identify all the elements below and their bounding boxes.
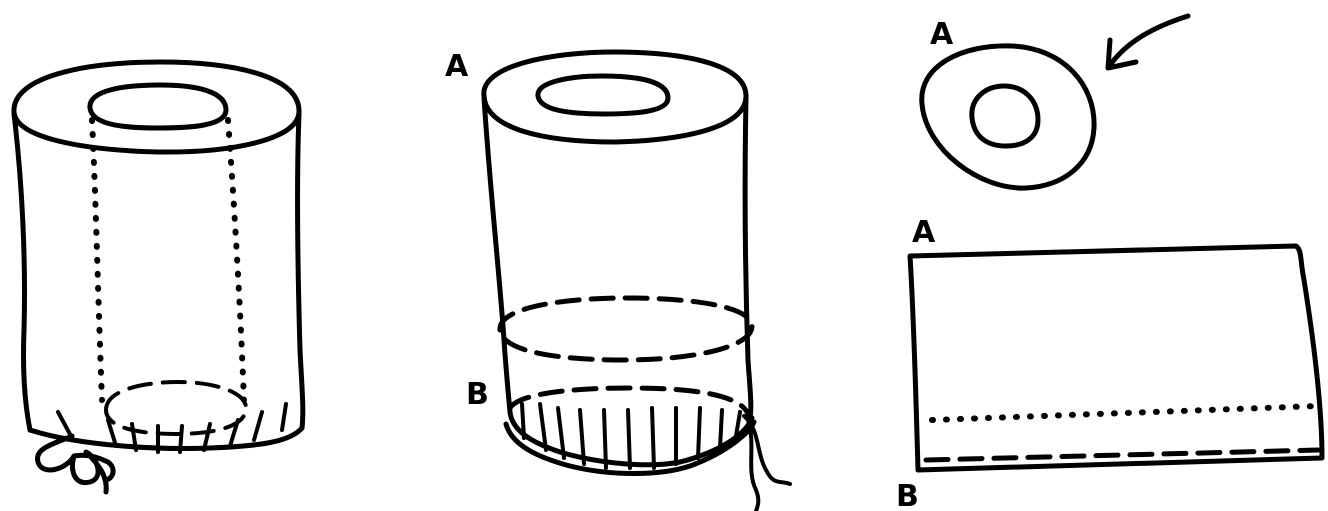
- label-middle-bottom: B: [466, 377, 489, 412]
- ring-inner: [972, 86, 1038, 146]
- cylinder-2-left-side: [484, 98, 510, 412]
- label-sheet-bottom: B: [896, 479, 919, 511]
- figure-ring-top-view: A: [922, 16, 1188, 188]
- label-middle-top: A: [445, 49, 469, 84]
- cylinder-2-mid-ellipse: [500, 298, 752, 360]
- arrow-icon: [1108, 16, 1188, 68]
- cylinder-1-inner-tube-right: [228, 120, 244, 400]
- cylinder-2-strings: [744, 416, 790, 511]
- cylinder-2-top-rim: [484, 52, 746, 142]
- figure-flat-sheet: A B: [896, 215, 1322, 511]
- cylinder-1-inner-hole: [90, 85, 226, 128]
- cylinder-1-inner-bottom: [106, 382, 246, 434]
- cylinder-1-inner-tube-left: [92, 120, 102, 400]
- cylinder-1-right-side: [297, 114, 302, 428]
- sheet-outline: [910, 246, 1322, 470]
- cylinder-2-inner-hole: [538, 76, 668, 114]
- cylinder-1-left-side: [14, 114, 30, 430]
- sheet-fold-dotted: [932, 406, 1318, 420]
- label-ring-top: A: [930, 17, 954, 52]
- cylinder-2-right-side: [745, 98, 751, 418]
- ring-outer: [922, 46, 1094, 188]
- cylinder-1-top-rim: [14, 62, 299, 152]
- label-sheet-top: A: [912, 215, 936, 250]
- figure-tied-cylinder: [14, 62, 303, 492]
- figure-labelled-cylinder: A B: [445, 49, 790, 511]
